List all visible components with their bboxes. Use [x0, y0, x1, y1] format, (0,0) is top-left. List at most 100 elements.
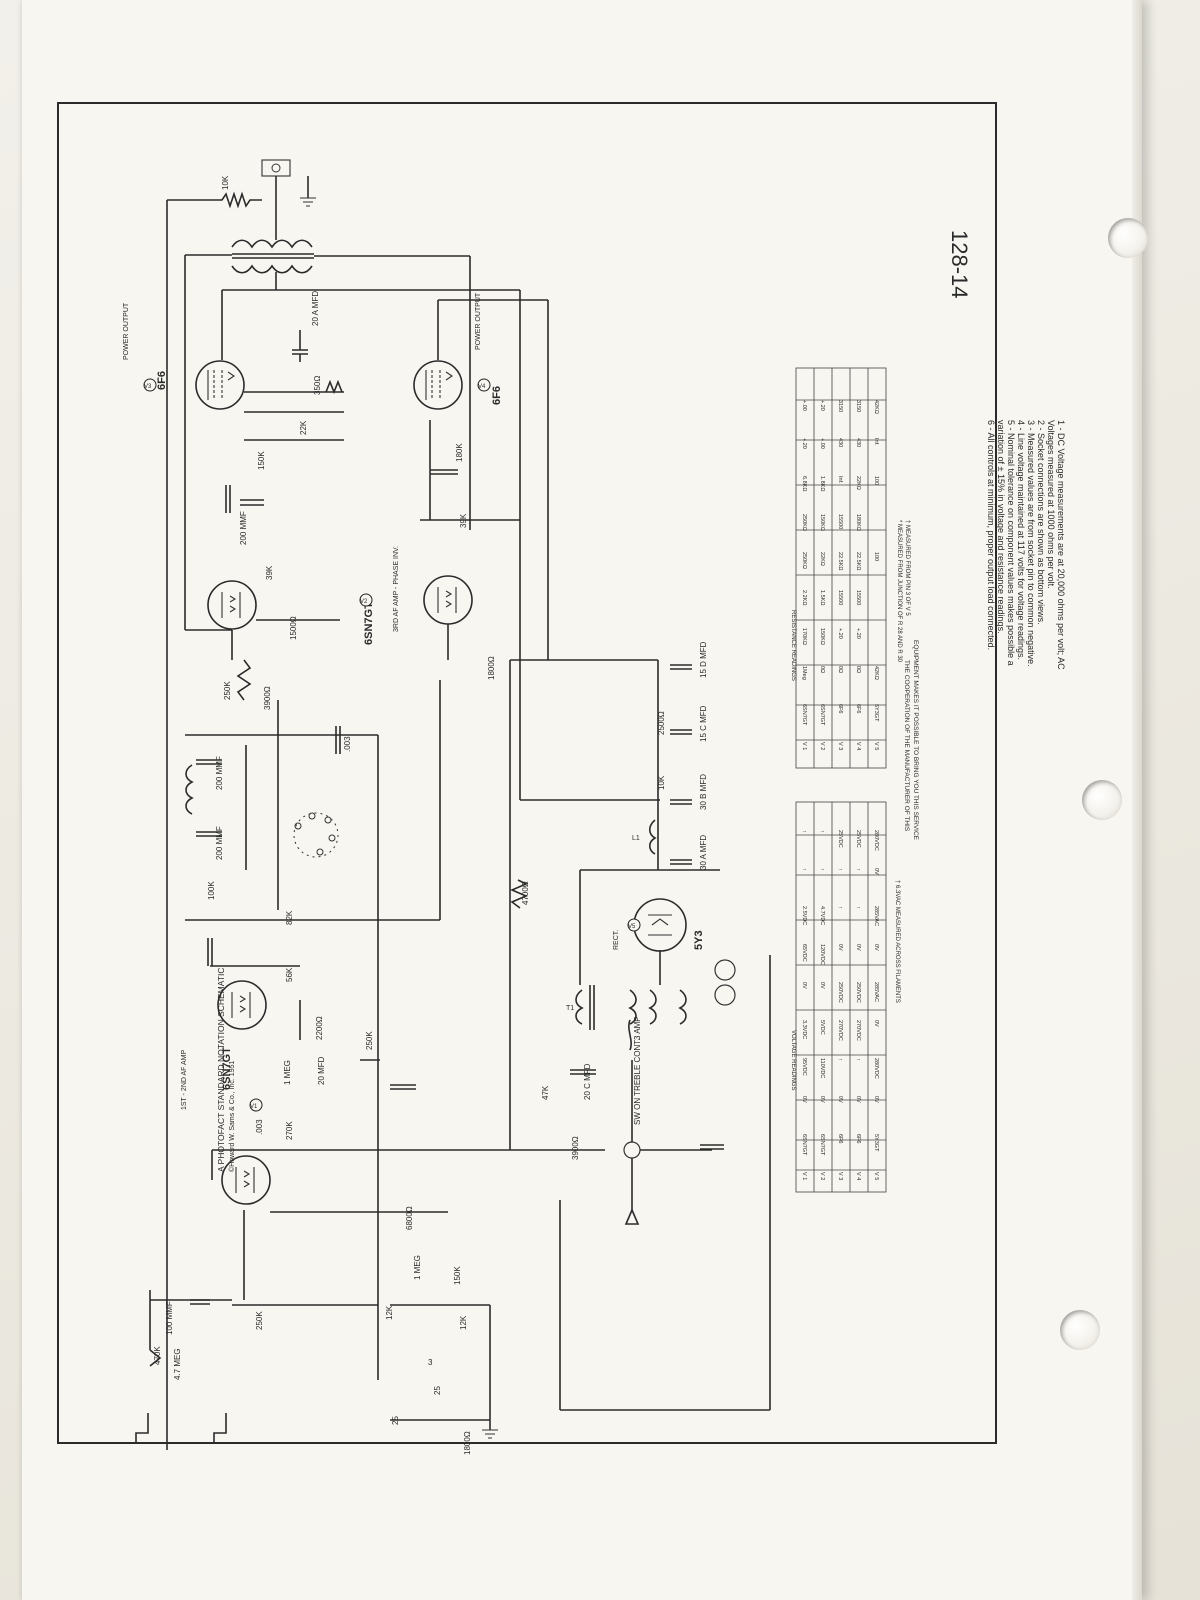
- resistance-table-cell: 430: [855, 438, 861, 447]
- voltage-table-cell: V 2: [819, 1172, 825, 1180]
- voltage-table-cell: 0V: [819, 982, 825, 989]
- tube-v1b: [221, 1155, 271, 1205]
- v5-type: 5Y3: [693, 930, 705, 950]
- note-1: 1 - DC Voltage measurements are at 20,00…: [1056, 420, 1066, 670]
- v1-id: V1: [250, 1104, 258, 1110]
- label-180k: 180K: [455, 443, 464, 462]
- resistance-table-cell: 180KΩ: [855, 514, 861, 531]
- tube-v3-6f6: [195, 360, 245, 410]
- notes-block: 1 - DC Voltage measurements are at 20,00…: [986, 420, 1066, 670]
- resistance-table-cell: +.20: [801, 438, 807, 449]
- label-20mfd-c2: 20 A MFD: [311, 291, 320, 326]
- voltage-table-cell: 25VDC: [837, 830, 843, 848]
- voltage-table-cell: ↑: [837, 868, 843, 871]
- voltage-table-cell: 4.7VDC: [819, 906, 825, 925]
- resistance-table-cell: 150KΩ: [819, 628, 825, 645]
- label-1800-v2: 1800Ω: [487, 656, 496, 680]
- v1-function: 1ST - 2ND AF AMP: [181, 1050, 188, 1110]
- voltage-table-cell: 270VDC: [837, 1020, 843, 1041]
- voltage-table-cell: 270VDC: [855, 1020, 861, 1041]
- resistance-table-cell: 22.5KΩ: [855, 552, 861, 571]
- resistance-table-cell: 6SN7GT: [801, 704, 807, 726]
- resistance-table-cell: 1.5KΩ: [819, 590, 825, 605]
- voltage-table-cell: 0V: [837, 1096, 843, 1103]
- tube-v5-5y3: [633, 898, 687, 952]
- label-4-7meg: 4.7 MEG: [173, 1348, 182, 1380]
- label-250k-v1: 250K: [365, 1031, 374, 1050]
- voltage-table-cell: 6F6: [837, 1134, 843, 1143]
- note-5: 5 - Nominal tolerance on component value…: [1006, 420, 1016, 666]
- voltage-table-cell: V 5: [873, 1172, 879, 1180]
- voltage-table-cell: 5VDC: [819, 1020, 825, 1035]
- resistance-table-cell: Inf.: [873, 438, 879, 446]
- voltage-table-cell: 65VDC: [801, 944, 807, 962]
- label-12k-a: 12K: [385, 1305, 394, 1320]
- v1-type: 6SN7GT: [221, 1047, 233, 1090]
- v5-id: V5: [628, 924, 636, 930]
- voltage-table-cell: 120VDC: [819, 944, 825, 965]
- voltage-table-cell: 0V: [873, 1020, 879, 1027]
- label-150k-in: 150K: [453, 1266, 462, 1285]
- label-1meg-in: 1 MEG: [413, 1255, 422, 1280]
- voltage-table-cell: 5Y3GT: [873, 1134, 879, 1152]
- label-6800: 6800Ω: [405, 1206, 414, 1230]
- label-200mmf-b: 200 MMF: [215, 756, 224, 790]
- pilot-lamp-icon-2: [714, 984, 736, 1006]
- tube-v2b: [423, 575, 473, 625]
- voltage-table-cell: ↑: [837, 906, 843, 909]
- resistance-footnote-2: † MEASURED FROM PIN 3 OF V 5: [904, 520, 910, 616]
- label-47k: 47K: [541, 1085, 550, 1100]
- label-250k-in: 250K: [255, 1311, 264, 1330]
- label-3: 3: [428, 1358, 433, 1367]
- voltage-table-cell: ↑: [837, 1058, 843, 1061]
- page-number: 128-14: [947, 230, 972, 299]
- tube-v1-6sn7gt: [217, 980, 267, 1030]
- label-200mmf-c: 200 MMF: [215, 826, 224, 860]
- voltage-table-cell: 6F6: [855, 1134, 861, 1143]
- v2-id: V2: [360, 599, 368, 605]
- fuse-label: 3 AMP: [633, 1016, 642, 1040]
- resistance-table-cell: 2.2KΩ: [801, 590, 807, 605]
- resistance-table-cell: 100: [873, 552, 879, 561]
- voltage-table-cell: 95VDC: [801, 1058, 807, 1076]
- label-20mfd-v1: 20 MFD: [317, 1056, 326, 1085]
- label-100k: 100K: [207, 881, 216, 900]
- binder-hole-middle: [1082, 780, 1122, 820]
- note-1b: Voltages measured at 1000 ohms per volt.: [1046, 420, 1056, 589]
- resistance-table: [795, 367, 887, 769]
- note-5b: variation of ± 15% in voltage and resist…: [996, 420, 1006, 634]
- voltage-table-cell: 6SN7GT: [819, 1134, 825, 1156]
- label-4700: 4700Ω: [521, 881, 530, 905]
- resistance-table-cell: 42KΩ: [873, 666, 879, 680]
- voltage-table-cell: 110VDC: [819, 1058, 825, 1078]
- label-003-mid: .003: [343, 736, 352, 752]
- label-82k: 82K: [285, 910, 294, 925]
- label-270k: 270K: [285, 1121, 294, 1140]
- label-3900-ps: 3900Ω: [571, 1136, 580, 1160]
- resistance-table-cell: 3150: [855, 400, 861, 412]
- resistance-table-cell: 250KΩ: [801, 552, 807, 569]
- resistance-table-cell: 250KΩ: [801, 514, 807, 531]
- voltage-table-cell: 285VAC: [873, 982, 879, 1002]
- resistance-table-cell: 6F6: [855, 704, 861, 713]
- label-39k-upper: 39K: [265, 565, 274, 580]
- resistance-table-cell: 5Y3GT: [873, 704, 879, 722]
- v3-type: 6F6: [156, 371, 168, 390]
- voltage-table-cell: 25VDC: [855, 830, 861, 848]
- pilot-lamp-icon: [714, 959, 736, 981]
- label-30a-mfd: 30 A MFD: [699, 835, 708, 870]
- note-2: 2 - Socket connections are shown as bott…: [1036, 420, 1046, 625]
- resistance-table-cell: 15500: [837, 590, 843, 605]
- voltage-table-cell: ↑: [819, 868, 825, 871]
- footer-title: A PHOTOFACT STANDARD NOTATION SCHEMATIC: [216, 968, 226, 1173]
- tube-v4-6f6: [413, 360, 463, 410]
- sheet-edge: [1132, 0, 1142, 1600]
- resistance-table-cell: 170KΩ: [801, 628, 807, 645]
- v3-function: POWER OUTPUT: [123, 302, 130, 360]
- label-3900-mid: 3900Ω: [263, 686, 272, 710]
- label-l1: L1: [632, 835, 640, 842]
- voltage-table-cell: 0V: [801, 1096, 807, 1103]
- label-30b-mfd: 30 B MFD: [699, 774, 708, 810]
- voltage-table-cell: V 3: [837, 1172, 843, 1180]
